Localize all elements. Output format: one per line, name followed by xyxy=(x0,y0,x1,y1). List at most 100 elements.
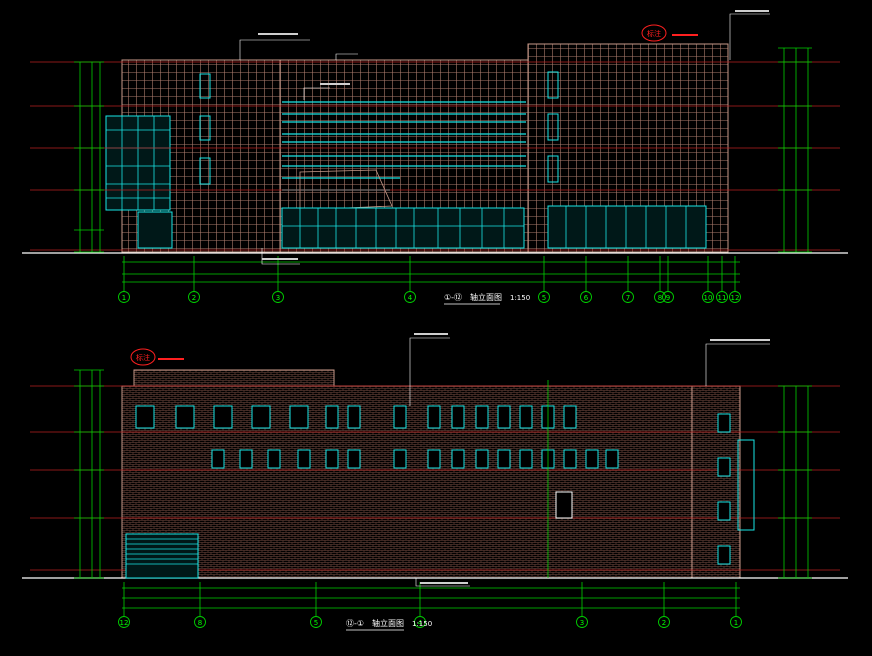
top-axis-label-11: 11 xyxy=(718,294,727,302)
window-upper xyxy=(213,405,233,429)
top-axis-bubble-1 xyxy=(118,291,130,303)
bottom-parapet xyxy=(133,369,335,387)
window-upper xyxy=(497,405,511,429)
top-floor-level-lines xyxy=(30,61,840,251)
top-axis-bubble-3 xyxy=(272,291,284,303)
bottom-axis-label-2: 2 xyxy=(662,619,666,627)
window-lower xyxy=(427,449,441,469)
bottom-horizontal-dimensions xyxy=(122,587,740,609)
top-axis-bubble-4 xyxy=(404,291,416,303)
left-glass-mullions xyxy=(106,116,170,210)
bottom-axis-bubble-8 xyxy=(194,616,206,628)
top-axis-bubble-12 xyxy=(729,291,741,303)
top-axis-bubble-8 xyxy=(654,291,666,303)
top-annotation-snippets xyxy=(258,10,769,260)
window-upper xyxy=(475,405,489,429)
top-callout: 标注 xyxy=(641,24,698,42)
bottom-drawing-title: ⑫-① 轴立面图 1:150 xyxy=(346,618,432,631)
window-upper xyxy=(325,405,339,429)
bottom-axis-bubble-1 xyxy=(730,616,742,628)
right-block-windows xyxy=(547,71,559,183)
top-axis-label-4: 4 xyxy=(408,294,413,302)
bottom-axis-label-5: 5 xyxy=(314,619,318,627)
top-axis-label-3: 3 xyxy=(276,294,280,302)
bottom-title-scale: 1:150 xyxy=(412,620,432,628)
window-lower xyxy=(451,449,465,469)
top-drawing-title: ①-⑫ 轴立面图 1:150 xyxy=(444,292,530,305)
bottom-axis-bubbles: 12 8 5 4 3 2 1 xyxy=(118,616,742,628)
top-axis-label-6: 6 xyxy=(584,294,589,302)
top-callout-label: 标注 xyxy=(647,29,661,38)
top-axis-label-2: 2 xyxy=(192,294,196,302)
bottom-stair-tower xyxy=(691,385,741,579)
window-lower xyxy=(393,449,407,469)
bottom-axis-label-4: 4 xyxy=(418,619,423,627)
top-axis-label-5: 5 xyxy=(542,294,546,302)
window-lower xyxy=(519,449,533,469)
window-upper xyxy=(519,405,533,429)
window-upper xyxy=(347,405,361,429)
top-axis-bubble-6 xyxy=(580,291,592,303)
window-upper xyxy=(427,405,441,429)
top-leaders xyxy=(239,13,770,265)
top-axis-bubble-9 xyxy=(662,291,674,303)
bottom-axis-bubble-4 xyxy=(414,616,426,628)
window-lower xyxy=(563,449,577,469)
stair-tower-windows xyxy=(717,413,731,565)
top-title-text: 轴立面图 xyxy=(470,292,502,302)
bottom-callout-label: 标注 xyxy=(136,353,150,362)
window-lower xyxy=(267,449,281,469)
roller-shutter-slats xyxy=(126,538,198,565)
top-axis-label-8: 8 xyxy=(658,294,662,302)
top-axis-label-7: 7 xyxy=(626,294,630,302)
right-storefront xyxy=(547,205,707,249)
top-title-numbers: ①-⑫ xyxy=(444,293,462,302)
bottom-axis-label-8: 8 xyxy=(198,619,202,627)
bottom-axis-bubble-2 xyxy=(658,616,670,628)
bottom-title-numbers: ⑫-① xyxy=(346,619,364,628)
right-storefront-mullions xyxy=(565,206,687,248)
top-horizontal-dimensions xyxy=(122,261,740,283)
top-axis-label-12: 12 xyxy=(731,294,740,302)
bottom-axis-label-3: 3 xyxy=(580,619,584,627)
bottom-axis-label-12: 12 xyxy=(120,619,129,627)
window-upper xyxy=(135,405,155,429)
bottom-leaders xyxy=(409,337,770,587)
top-axis-bubble-5 xyxy=(538,291,550,303)
left-block-windows xyxy=(199,73,211,185)
bottom-main-facade xyxy=(121,385,695,579)
window-upper xyxy=(393,405,407,429)
top-axis-bubble-7 xyxy=(622,291,634,303)
roller-shutter-door xyxy=(125,533,199,579)
window-lower xyxy=(347,449,361,469)
bottom-callout: 标注 xyxy=(130,348,184,366)
bottom-right-dimension-chain xyxy=(778,385,812,579)
bottom-windows xyxy=(135,405,619,469)
bottom-axis-label-1: 1 xyxy=(734,619,738,627)
center-storefront xyxy=(281,207,525,249)
top-title-scale: 1:150 xyxy=(510,294,530,302)
top-axis-label-9: 9 xyxy=(666,294,670,302)
bottom-axis-ticks xyxy=(123,582,737,616)
window-upper xyxy=(175,405,195,429)
window-lower xyxy=(605,449,619,469)
window-lower xyxy=(297,449,311,469)
top-axis-label-10: 10 xyxy=(704,294,713,302)
side-door xyxy=(555,491,573,519)
window-lower xyxy=(211,449,225,469)
center-storefront-mullions xyxy=(282,208,524,248)
top-axis-bubble-10 xyxy=(702,291,714,303)
left-entry-glass xyxy=(137,211,173,249)
window-upper xyxy=(251,405,271,429)
bottom-axis-bubble-12 xyxy=(118,616,130,628)
bottom-axis-bubble-5 xyxy=(310,616,322,628)
window-lower xyxy=(239,449,253,469)
side-balcony-glass xyxy=(737,439,755,531)
top-axis-label-1: 1 xyxy=(122,294,126,302)
window-upper xyxy=(451,405,465,429)
window-lower xyxy=(497,449,511,469)
